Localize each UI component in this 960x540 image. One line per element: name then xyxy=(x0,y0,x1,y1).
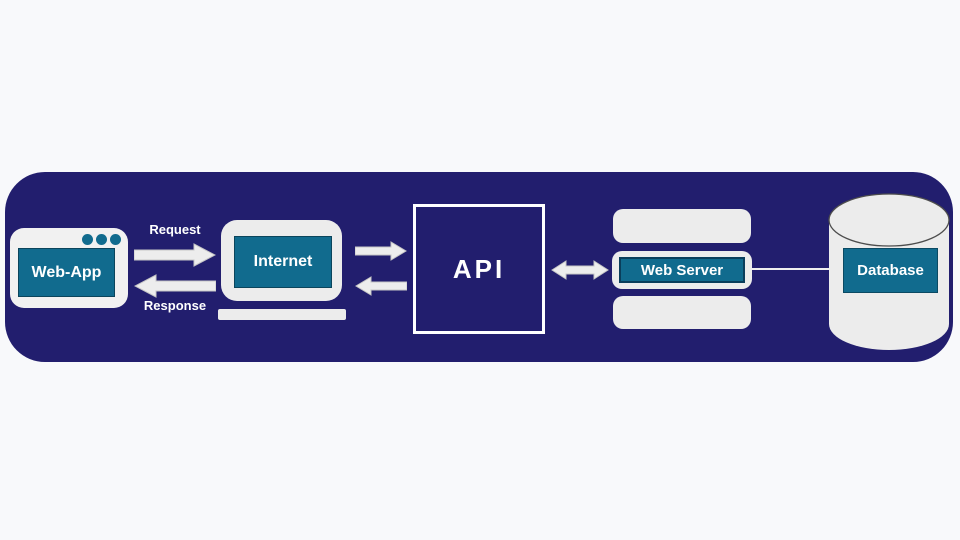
node-internet: Internet xyxy=(221,220,342,301)
browser-dot-icon xyxy=(82,234,93,245)
response-edge-label: Response xyxy=(143,298,207,313)
internet-label: Internet xyxy=(234,236,332,288)
node-database: Database xyxy=(843,248,938,293)
node-api: API xyxy=(413,204,545,334)
browser-window-dots-icon xyxy=(82,234,121,245)
browser-dot-icon xyxy=(96,234,107,245)
api-to-internet-arrow-icon xyxy=(355,276,407,296)
laptop-base-icon xyxy=(218,309,346,320)
browser-dot-icon xyxy=(110,234,121,245)
server-slot-bottom xyxy=(613,296,751,329)
response-arrow-icon xyxy=(134,274,216,298)
api-label: API xyxy=(452,253,506,284)
web-app-label: Web-App xyxy=(18,248,115,297)
api-webserver-double-arrow-icon xyxy=(551,260,609,280)
internet-to-api-arrow-icon xyxy=(355,241,407,261)
diagram-background-panel xyxy=(5,172,953,362)
database-label: Database xyxy=(857,262,924,279)
server-slot-top xyxy=(613,209,751,243)
webserver-database-connector-line xyxy=(751,268,831,270)
request-edge-label: Request xyxy=(149,222,201,237)
web-server-label: Web Server xyxy=(619,257,745,283)
request-arrow-icon xyxy=(134,243,216,267)
node-web-server: Web Server xyxy=(612,251,752,289)
node-web-app: Web-App xyxy=(10,228,128,308)
